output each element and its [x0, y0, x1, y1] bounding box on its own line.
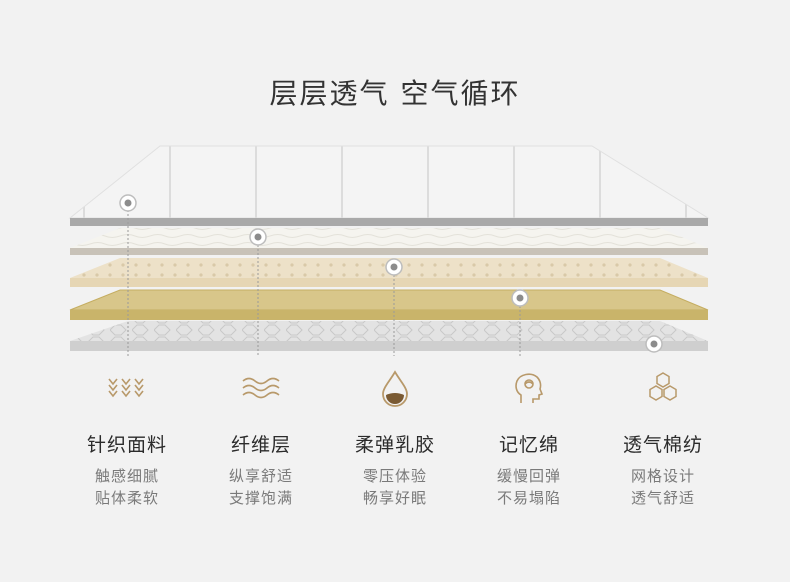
- feature-desc-1: 纵享舒适: [228, 467, 293, 485]
- leader-lines: [127, 210, 521, 356]
- page-title: 层层透气 空气循环: [269, 77, 521, 110]
- feature-desc-2: 贴体柔软: [94, 489, 159, 507]
- wave-arrows-icon: [103, 368, 151, 408]
- head-memory-icon: [505, 368, 553, 408]
- feature-mesh: 透气棉纺 网格设计 透气舒适: [596, 368, 730, 509]
- layer-fiber: [70, 228, 708, 255]
- feature-knit-fabric: 针织面料 触感细腻 贴体柔软: [60, 368, 194, 509]
- marker-latex: [385, 258, 403, 276]
- feature-list: 针织面料 触感细腻 贴体柔软 纤维层 纵享舒适 支撑饱满 柔弹乳胶 零压体验 畅…: [60, 368, 730, 509]
- marker-mesh: [645, 335, 663, 353]
- layer-markers: [119, 194, 663, 353]
- feature-desc-2: 透气舒适: [630, 489, 695, 507]
- feature-memory-foam: 记忆绵 缓慢回弹 不易塌陷: [462, 368, 596, 509]
- feature-title: 柔弹乳胶: [354, 434, 435, 456]
- feature-desc-1: 缓慢回弹: [496, 467, 561, 485]
- feature-desc-1: 零压体验: [362, 467, 427, 485]
- feature-desc-1: 网格设计: [630, 467, 695, 485]
- feature-desc-2: 不易塌陷: [496, 489, 561, 507]
- marker-knit: [119, 194, 137, 212]
- water-drop-icon: [371, 368, 419, 408]
- layer-mesh: [70, 321, 708, 351]
- feature-fiber: 纤维层 纵享舒适 支撑饱满: [194, 368, 328, 509]
- layer-memory-foam: [69, 289, 709, 320]
- marker-fiber: [249, 228, 267, 246]
- hexagon-grid-icon: [639, 368, 687, 408]
- airflow-waves-icon: [237, 368, 285, 408]
- feature-title: 针织面料: [86, 434, 167, 456]
- layer-knit-fabric: [68, 145, 710, 226]
- feature-desc-1: 触感细腻: [94, 467, 159, 485]
- marker-memory: [511, 289, 529, 307]
- feature-title: 透气棉纺: [622, 434, 703, 456]
- feature-desc-2: 畅享好眠: [362, 489, 427, 507]
- feature-title: 记忆绵: [498, 434, 559, 456]
- feature-desc-2: 支撑饱满: [228, 489, 293, 507]
- feature-title: 纤维层: [230, 434, 291, 456]
- feature-latex: 柔弹乳胶 零压体验 畅享好眠: [328, 368, 462, 509]
